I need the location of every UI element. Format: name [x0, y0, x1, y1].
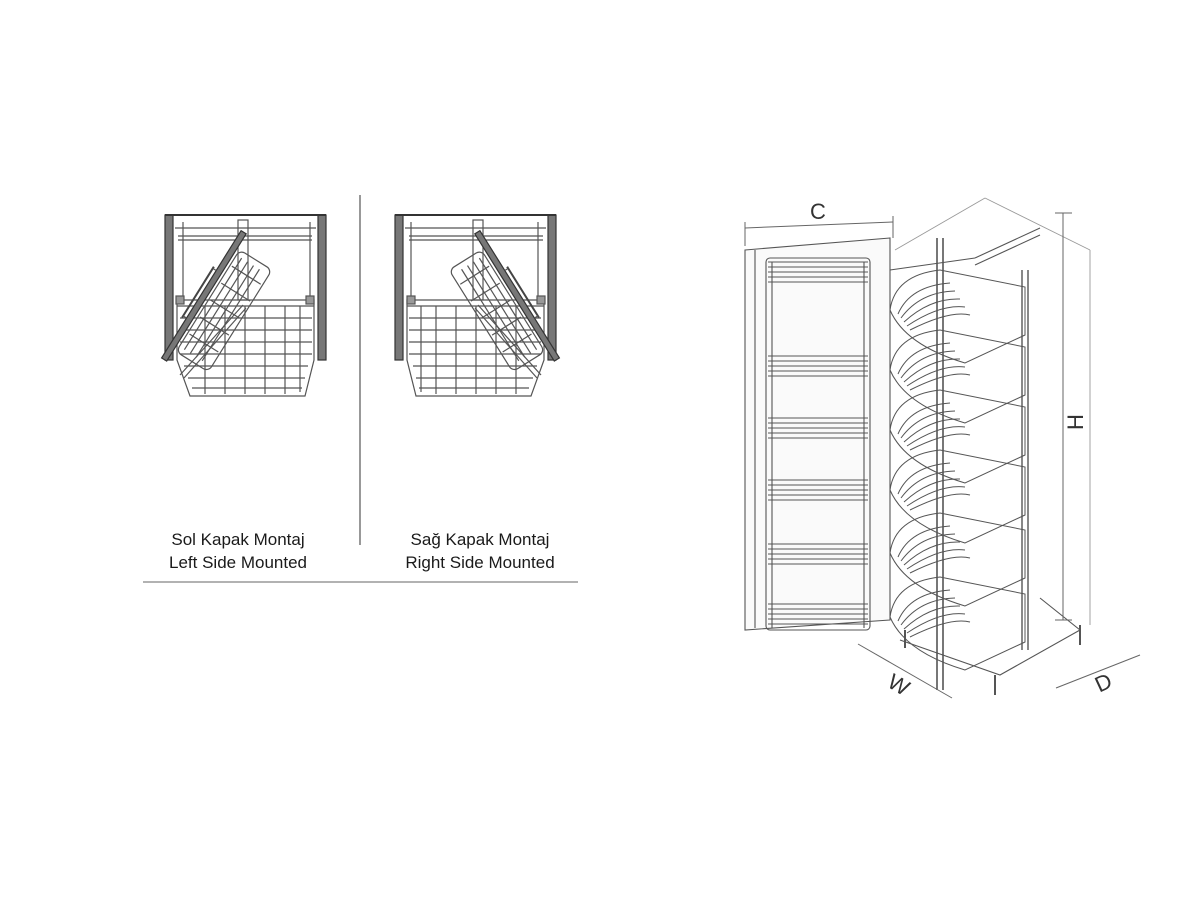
dim-d-label: D: [1091, 668, 1116, 697]
left-view-basket-grid: [406, 299, 545, 397]
door-basket-tier: [768, 417, 868, 439]
left-mounted-top-view: [160, 214, 327, 397]
dimension-lines: [744, 212, 1141, 699]
right-view-geometry: [394, 214, 561, 397]
left-door-panel: [473, 229, 561, 362]
cabinet-left-panel: [547, 214, 557, 361]
isometric-unit: [744, 197, 1091, 695]
left-door-basket: [450, 251, 544, 371]
iso-door-panel: [744, 237, 891, 631]
cabinet-right-panel: [317, 214, 327, 361]
iso-shelf: [889, 449, 1026, 544]
right-label-tr: Sağ Kapak Montaj: [411, 530, 550, 549]
door-basket-tier: [768, 603, 868, 625]
dim-h-label: H: [1063, 414, 1088, 430]
iso-door-baskets: [765, 257, 871, 631]
cabinet-right-panel: [394, 214, 404, 361]
left-label-tr: Sol Kapak Montaj: [171, 530, 304, 549]
door-basket-tier: [768, 543, 868, 565]
cabinet-left-panel: [164, 214, 174, 361]
iso-shelf: [889, 269, 1026, 364]
iso-shelf: [889, 512, 1026, 607]
right-label-en: Right Side Mounted: [405, 553, 554, 572]
iso-shelves: [889, 269, 1026, 671]
left-door-panel: [160, 229, 248, 362]
dim-c-label: C: [810, 199, 826, 224]
iso-shelf: [889, 389, 1026, 484]
left-view-basket-grid: [176, 299, 315, 397]
door-basket-tier: [768, 479, 868, 501]
left-label-en: Left Side Mounted: [169, 553, 307, 572]
iso-shelf: [889, 576, 1026, 671]
door-basket-tier: [768, 355, 868, 377]
left-door-basket: [177, 251, 271, 371]
iso-shelf: [889, 329, 1026, 424]
door-basket-tier: [768, 261, 868, 283]
right-mounted-top-view: [394, 214, 561, 397]
